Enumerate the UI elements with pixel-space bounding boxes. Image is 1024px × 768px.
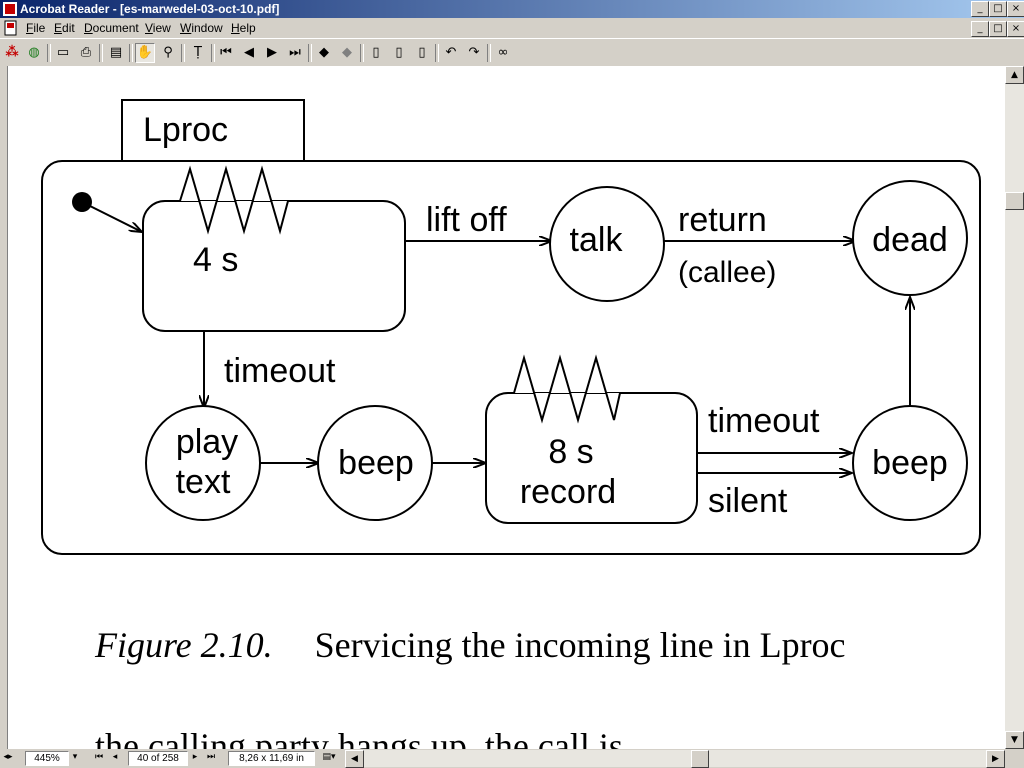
superstate-label: Lproc: [143, 111, 228, 149]
toolbar-separator: [99, 44, 103, 62]
fit-page-icon[interactable]: ▯: [395, 45, 403, 60]
status-last-page-icon[interactable]: ⏭: [206, 752, 216, 762]
beep-label-2: beep: [872, 444, 948, 482]
go-forward-icon[interactable]: ◆: [342, 45, 352, 60]
maximize-button[interactable]: □: [989, 1, 1007, 17]
minimize-button[interactable]: _: [971, 1, 989, 17]
timer-label-4s: 4 s: [193, 241, 238, 279]
menu-help[interactable]: Help: [231, 21, 256, 35]
scroll-right-button[interactable]: ▶: [986, 750, 1005, 768]
silent-label: silent: [708, 482, 788, 520]
close-button[interactable]: ×: [1007, 1, 1024, 17]
toolbar-separator: [129, 44, 133, 62]
menu-file[interactable]: File: [26, 21, 46, 35]
hand-tool-icon[interactable]: ✋: [135, 43, 155, 63]
timer-zigzag-icon: [179, 165, 289, 235]
menu-document[interactable]: Document: [84, 21, 139, 35]
navigation-pane-edge[interactable]: [0, 66, 8, 749]
superstate-tab: [121, 99, 305, 162]
document-icon[interactable]: [4, 20, 18, 36]
text-select-tool-icon[interactable]: Ṭ: [194, 45, 202, 60]
body-text-line: the calling party hangs up, the call is: [95, 728, 1000, 749]
zoom-field[interactable]: 445%: [25, 751, 69, 766]
dead-state: [852, 180, 968, 296]
timeout-label-1: timeout: [224, 352, 336, 390]
timer-state-4s: [142, 200, 406, 332]
web-globe-icon[interactable]: ◍: [28, 45, 40, 60]
fit-width-icon[interactable]: ▯: [418, 45, 426, 60]
toolbar-separator: [211, 44, 215, 62]
find-binoculars-icon[interactable]: ∞: [497, 45, 509, 60]
toolbar-separator: [360, 44, 364, 62]
toolbar-separator: [47, 44, 51, 62]
acrobat-logo-icon[interactable]: ⁂: [5, 45, 19, 60]
split-handle-icon[interactable]: ◂▸: [3, 752, 13, 762]
first-page-icon[interactable]: ⏮: [220, 45, 232, 60]
actual-size-icon[interactable]: ▯: [372, 45, 380, 60]
previous-page-icon[interactable]: ◀: [244, 45, 254, 60]
text-label: text: [176, 463, 231, 501]
scroll-up-button[interactable]: ▲: [1005, 66, 1024, 84]
superstate-boundary: [41, 160, 981, 555]
status-next-page-icon[interactable]: ▸: [192, 752, 198, 762]
toolbar-separator: [487, 44, 491, 62]
toolbar-separator: [181, 44, 185, 62]
dead-label: dead: [872, 221, 948, 259]
play-label: play: [176, 423, 238, 461]
vertical-scroll-thumb[interactable]: [1005, 192, 1024, 210]
zoom-tool-icon[interactable]: ⚲: [163, 45, 173, 60]
rotate-right-icon[interactable]: ↷: [468, 45, 480, 60]
figure-caption-text: Servicing the incoming line in Lproc: [314, 625, 846, 665]
show-navigation-pane-icon[interactable]: ▤: [109, 45, 123, 60]
next-page-icon[interactable]: ▶: [267, 45, 277, 60]
open-folder-icon[interactable]: ▭: [56, 45, 70, 60]
toolbar-separator: [308, 44, 312, 62]
record-label: record: [520, 473, 616, 511]
initial-transition-arrow: [89, 205, 142, 232]
timeout-label-2: timeout: [708, 402, 820, 440]
doc-minimize-button[interactable]: _: [971, 21, 989, 37]
toolbar: ⁂ ◍ ▭ ⎙ ▤ ✋ ⚲ Ṭ ⏮ ◀ ▶ ⏭ ◆ ◆ ▯ ▯ ▯ ↶ ↷ ∞: [0, 38, 1024, 68]
menu-view[interactable]: View: [145, 21, 171, 35]
menu-window[interactable]: Window: [180, 21, 223, 35]
statechart-diagram: Lproc 4 s lift off talk return (callee) …: [41, 99, 981, 555]
last-page-icon[interactable]: ⏭: [289, 45, 301, 60]
status-previous-page-icon[interactable]: ◂: [112, 752, 118, 762]
toolbar-separator: [435, 44, 439, 62]
beep-label-1: beep: [338, 444, 414, 482]
menu-edit[interactable]: Edit: [54, 21, 75, 35]
horizontal-scroll-thumb[interactable]: [691, 750, 709, 768]
acrobat-app-icon[interactable]: [3, 2, 17, 16]
print-icon[interactable]: ⎙: [80, 45, 92, 60]
window-title: Acrobat Reader - [es-marwedel-03-oct-10.…: [20, 2, 280, 16]
scroll-down-button[interactable]: ▼: [1005, 731, 1024, 749]
callee-label: (callee): [678, 256, 776, 289]
rotate-left-icon[interactable]: ↶: [445, 45, 457, 60]
horizontal-scrollbar[interactable]: ◀ ▶: [345, 750, 1005, 768]
document-view[interactable]: Lproc 4 s lift off talk return (callee) …: [0, 66, 1005, 749]
zoom-dropdown-icon[interactable]: ▾: [72, 752, 78, 762]
record-zigzag-icon: [513, 354, 621, 424]
doc-close-button[interactable]: ×: [1007, 21, 1024, 37]
title-bar: Acrobat Reader - [es-marwedel-03-oct-10.…: [0, 0, 1024, 18]
go-back-icon[interactable]: ◆: [319, 45, 329, 60]
lift-off-label: lift off: [426, 201, 507, 239]
menu-bar: File Edit Document View Window Help _ □ …: [0, 18, 1024, 38]
figure-number: Figure 2.10.: [95, 625, 273, 665]
talk-state: [549, 186, 665, 302]
page-size-field: 8,26 x 11,69 in: [228, 751, 315, 766]
page-layout-icon[interactable]: ▤▾: [322, 752, 336, 762]
scroll-left-button[interactable]: ◀: [345, 750, 364, 768]
page-number-field[interactable]: 40 of 258: [128, 751, 188, 766]
talk-label: talk: [570, 221, 624, 259]
figure-caption: Figure 2.10. Servicing the incoming line …: [95, 624, 846, 666]
initial-state-dot: [72, 192, 92, 212]
doc-restore-button[interactable]: □: [989, 21, 1007, 37]
body-text-partial: the calling party hangs up, the call is: [95, 728, 623, 749]
vertical-scrollbar[interactable]: ▲ ▼: [1005, 66, 1024, 749]
status-first-page-icon[interactable]: ⏮: [94, 752, 104, 762]
record-time-label: 8 s: [548, 433, 593, 471]
return-label: return: [678, 201, 767, 239]
